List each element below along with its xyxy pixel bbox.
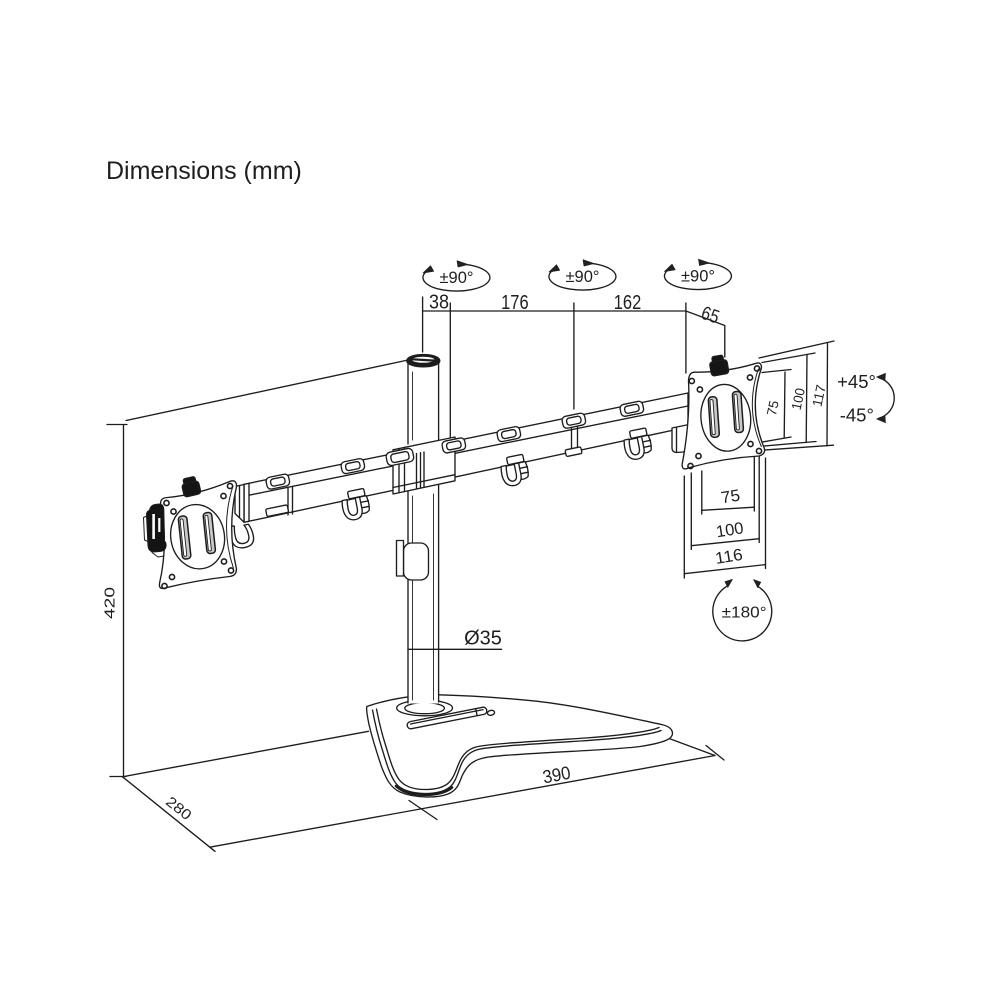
svg-text:100: 100 bbox=[715, 519, 745, 541]
svg-text:38: 38 bbox=[429, 292, 449, 314]
svg-text:162: 162 bbox=[614, 292, 642, 314]
svg-text:±90°: ±90° bbox=[681, 268, 715, 286]
svg-text:117: 117 bbox=[809, 383, 828, 408]
svg-text:176: 176 bbox=[501, 292, 529, 314]
svg-text:±90°: ±90° bbox=[565, 268, 599, 286]
svg-text:+45°: +45° bbox=[837, 371, 876, 392]
svg-text:100: 100 bbox=[789, 387, 808, 412]
svg-text:390: 390 bbox=[541, 762, 572, 788]
svg-text:280: 280 bbox=[162, 794, 194, 824]
svg-text:Dimensions (mm): Dimensions (mm) bbox=[106, 157, 302, 185]
svg-text:420: 420 bbox=[101, 587, 118, 619]
svg-text:±180°: ±180° bbox=[722, 605, 767, 622]
svg-text:75: 75 bbox=[720, 487, 742, 508]
svg-text:75: 75 bbox=[764, 399, 782, 417]
svg-text:65: 65 bbox=[698, 303, 721, 329]
svg-text:±90°: ±90° bbox=[439, 269, 473, 287]
svg-text:-45°: -45° bbox=[840, 404, 874, 425]
svg-text:Ø35: Ø35 bbox=[464, 628, 502, 650]
svg-text:116: 116 bbox=[714, 546, 744, 568]
